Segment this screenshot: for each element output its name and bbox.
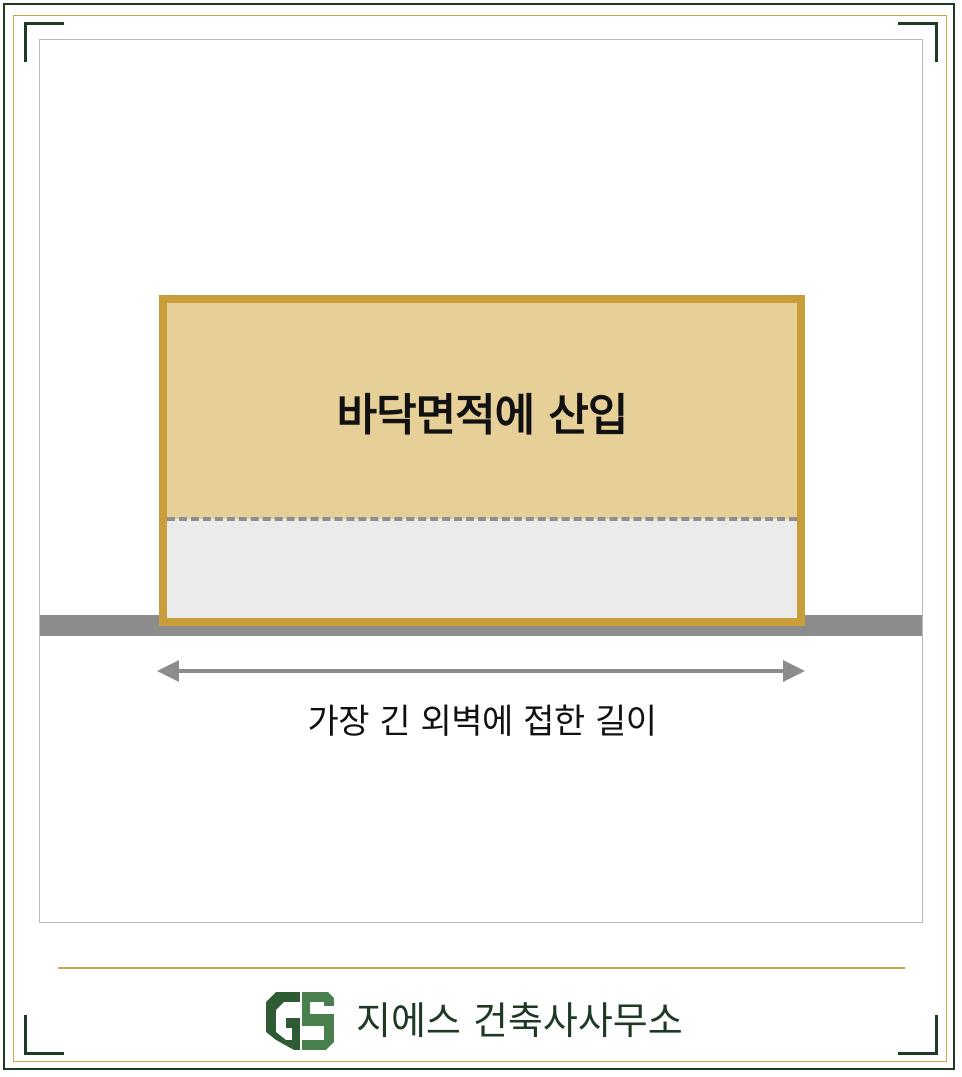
- building-label: 바닥면적에 산입: [336, 390, 629, 441]
- dimension-label: 가장 긴 외벽에 접한 길이: [307, 702, 657, 742]
- company-name: 지에스 건축사사무소: [356, 999, 683, 1043]
- corner-bracket-bottom-left: [24, 1015, 64, 1055]
- corner-bracket-top-left: [24, 22, 64, 62]
- corner-bracket-bottom-right: [898, 1015, 938, 1055]
- double-arrow-icon: [157, 660, 805, 682]
- footer-divider: [58, 967, 905, 969]
- outer-frame: [3, 3, 955, 1070]
- building-rectangle: 바닥면적에 산입: [159, 295, 805, 626]
- inner-frame: [13, 15, 947, 1062]
- gs-logo-icon: [266, 992, 334, 1050]
- corner-bracket-top-right: [898, 22, 938, 62]
- floor-area-region: [167, 303, 797, 519]
- dashed-boundary-line: [167, 517, 797, 521]
